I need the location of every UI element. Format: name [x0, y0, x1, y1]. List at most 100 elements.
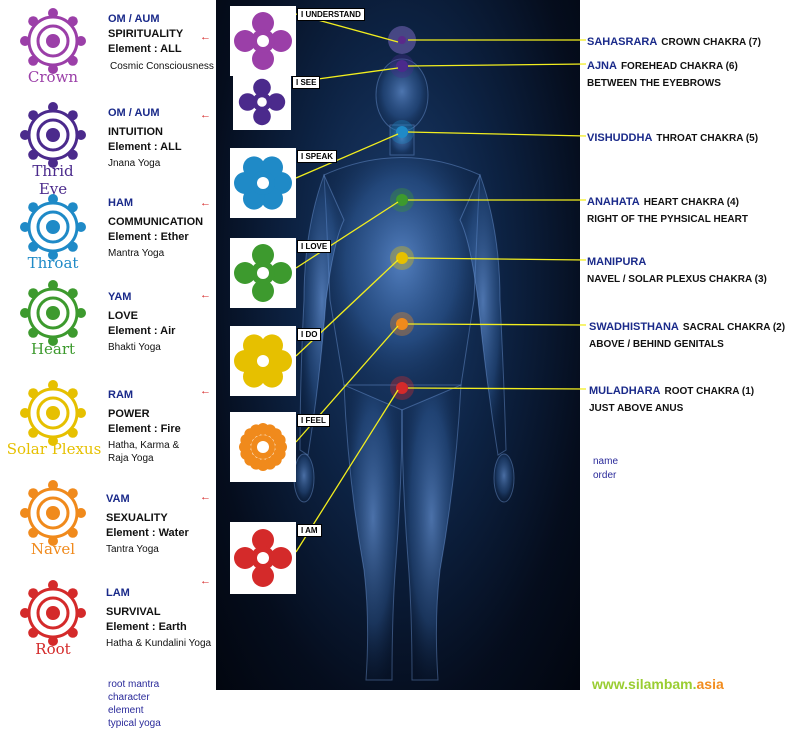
legend-character: character: [108, 692, 150, 703]
chakra-character: SEXUALITY: [106, 512, 168, 524]
chakra-point: [396, 382, 408, 394]
chakra-mantra: VAM: [106, 493, 130, 505]
chakra-mantra: OM / AUM: [108, 107, 160, 119]
chakra-english-name: HEART CHAKRA (4): [643, 197, 739, 208]
legend-order: order: [593, 470, 617, 481]
chakra-point: [396, 60, 408, 72]
chakra-point: [398, 36, 406, 44]
chakra-location-note: JUST ABOVE ANUS: [589, 403, 684, 414]
left-arrow-icon: ←: [200, 289, 211, 301]
chakra-character: INTUITION: [108, 126, 163, 138]
chakra-english-name: SACRAL CHAKRA (2): [682, 322, 786, 333]
chakra-element: Element : Ether: [108, 231, 189, 243]
connector-right: [407, 323, 587, 326]
connector-right: [407, 63, 587, 67]
chakra-element: Element : ALL: [108, 43, 182, 55]
left-arrow-icon: ←: [200, 575, 211, 587]
chakra-yoga: Cosmic Consciousness: [108, 59, 216, 74]
legend-element: element: [108, 705, 144, 716]
chakra-emblem-icon: [20, 194, 86, 260]
chakra-script-name: Navel: [30, 540, 76, 558]
legend-typical-yoga: typical yoga: [108, 718, 161, 729]
chakra-element: Element : Earth: [106, 621, 187, 633]
chakra-symbol-icon: [230, 6, 296, 76]
chakra-location-note: NAVEL / SOLAR PLEXUS CHAKRA (3): [587, 274, 767, 285]
chakra-character: POWER: [108, 408, 150, 420]
chakra-symbol-label: I LOVE: [297, 240, 332, 253]
chakra-emblem-icon: [20, 8, 86, 74]
watermark: www.silambam.asia: [592, 676, 724, 692]
chakra-sanskrit-name: SAHASRARA: [587, 36, 658, 48]
legend-right: name order: [593, 455, 618, 483]
chakra-emblem-icon: [20, 280, 86, 346]
chakra-mantra: RAM: [108, 389, 134, 401]
connector-right: [407, 131, 587, 137]
chakra-english-name: ROOT CHAKRA (1): [664, 386, 755, 397]
chakra-script-name: Throat: [27, 254, 79, 272]
watermark-tld: asia: [696, 676, 724, 692]
chakra-script-name: Root: [35, 640, 71, 658]
chakra-symbol-label: I SEE: [292, 76, 321, 89]
left-arrow-icon: ←: [200, 197, 211, 209]
chakra-point: [396, 194, 408, 206]
chakra-english-name: CROWN CHAKRA (7): [661, 37, 761, 48]
chakra-emblem-icon: [20, 480, 86, 546]
chakra-emblem-icon: [20, 380, 86, 446]
left-arrow-icon: ←: [200, 109, 211, 121]
chakra-emblem-icon: [20, 580, 86, 646]
chakra-yoga: Hatha, Karma & Raja Yoga: [108, 440, 180, 464]
chakra-symbol-icon: [230, 326, 296, 396]
chakra-script-name: Thrid Eye: [32, 162, 74, 198]
chakra-element: Element : Air: [108, 325, 176, 337]
legend-left: root mantra character element typical yo…: [108, 678, 161, 730]
chakra-sanskrit-name: MANIPURA: [587, 256, 647, 268]
connector-right: [407, 257, 587, 261]
chakra-emblem-icon: [20, 102, 86, 168]
chakra-yoga: Tantra Yoga: [106, 544, 159, 555]
chakra-mantra: YAM: [108, 291, 132, 303]
chakra-mantra: LAM: [106, 587, 130, 599]
chakra-english-name: THROAT CHAKRA (5): [656, 133, 759, 144]
chakra-name-line: MANIPURA: [587, 253, 767, 270]
watermark-domain: www.silambam.: [592, 676, 697, 692]
chakra-symbol-icon: [230, 148, 296, 218]
chakra-name-block: MANIPURA NAVEL / SOLAR PLEXUS CHAKRA (3): [587, 253, 767, 287]
chakra-character: COMMUNICATION: [108, 216, 204, 228]
chakra-mantra: OM / AUM: [108, 13, 160, 25]
chakra-character: SPIRITUALITY: [108, 28, 184, 40]
connector-symbol: [295, 133, 399, 179]
connector-symbol: [295, 259, 399, 357]
connector-symbol: [295, 201, 399, 269]
connector-right: [407, 387, 587, 390]
chakra-symbol-label: I FEEL: [297, 414, 330, 427]
chakra-yoga: Hatha & Kundalini Yoga: [106, 638, 212, 649]
chakra-element: Element : ALL: [108, 141, 182, 153]
chakra-symbol-icon: [230, 522, 296, 594]
chakra-location-note: BETWEEN THE EYEBROWS: [587, 78, 721, 89]
chakra-script-name: Heart: [30, 340, 76, 358]
chakra-sanskrit-name: ANAHATA: [587, 196, 640, 208]
legend-name: name: [593, 456, 619, 467]
left-arrow-icon: ←: [200, 31, 211, 43]
chakra-sanskrit-name: SWADHISTHANA: [589, 321, 679, 333]
chakra-yoga: Bhakti Yoga: [108, 342, 161, 353]
chakra-character: SURVIVAL: [106, 606, 161, 618]
chakra-symbol-label: I UNDERSTAND: [297, 8, 365, 21]
chakra-symbol-icon: [230, 412, 296, 482]
chakra-location-note: RIGHT OF THE PYHSICAL HEART: [587, 214, 748, 225]
legend-root-mantra: root mantra: [108, 679, 160, 690]
chakra-mantra: HAM: [108, 197, 134, 209]
